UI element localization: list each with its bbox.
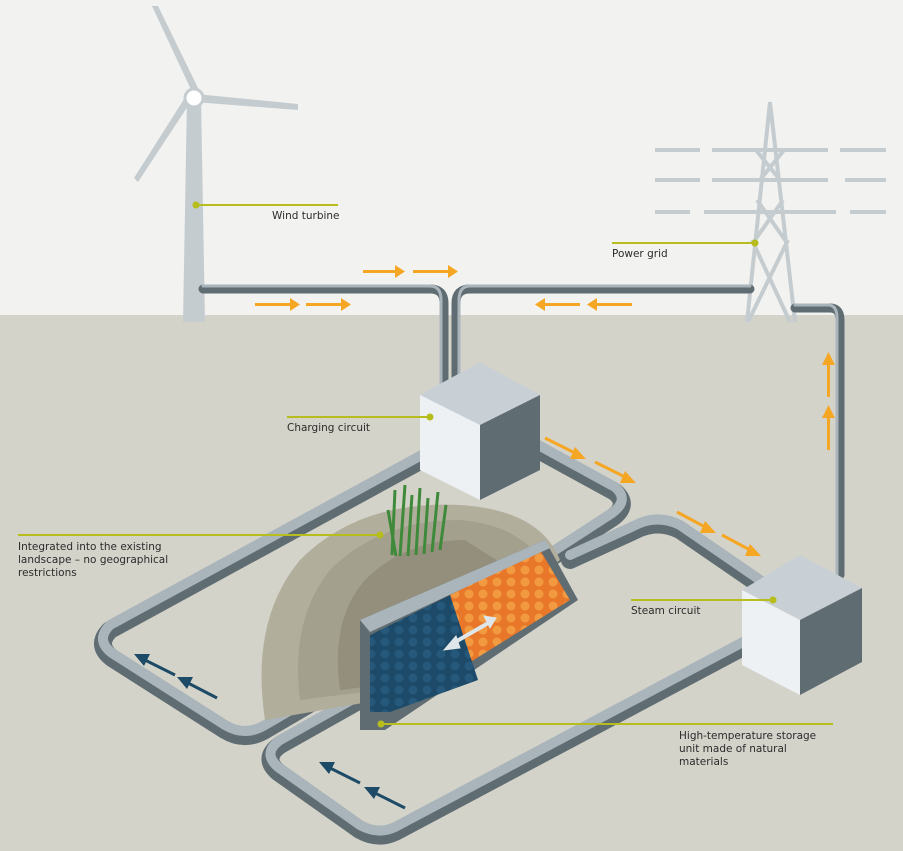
arrow-upleft-icon <box>177 677 218 700</box>
power-pylon-icon <box>704 101 836 323</box>
arrow-right-icon <box>306 298 351 311</box>
grid-cables <box>198 284 845 580</box>
pipe-circuits <box>94 430 784 845</box>
label-landscape: Integrated into the existing landscape –… <box>18 541 169 579</box>
storage-unit <box>360 540 578 730</box>
wind-turbine-icon <box>134 6 298 322</box>
arrow-left-icon <box>587 298 632 311</box>
arrow-upleft-icon <box>364 787 406 810</box>
heat-exchange-arrow-icon <box>442 615 497 651</box>
charging-circuit-box <box>420 362 540 500</box>
arrow-right-icon <box>413 265 458 278</box>
label-storage-unit: High-temperature storage unit made of na… <box>679 730 817 768</box>
label-wind-turbine: Wind turbine <box>272 210 340 222</box>
arrow-upleft-icon <box>134 654 176 677</box>
arrow-upleft-icon <box>319 762 361 785</box>
arrow-up-icon <box>822 405 835 450</box>
power-lines-icon <box>655 148 886 214</box>
arrow-diag-icon <box>544 436 586 459</box>
arrow-diag-icon <box>721 533 761 556</box>
arrow-right-icon <box>363 265 405 278</box>
label-steam-circuit: Steam circuit <box>631 605 701 617</box>
steam-circuit-box <box>742 555 862 695</box>
arrow-diag-icon <box>594 460 636 483</box>
arrow-left-icon <box>535 298 580 311</box>
label-charging-circuit: Charging circuit <box>287 422 371 434</box>
energy-flow-arrows <box>255 265 835 556</box>
leader-lines <box>18 201 833 728</box>
arrow-up-icon <box>822 352 835 397</box>
return-flow-arrows <box>134 654 406 810</box>
grass-icon <box>386 484 448 557</box>
arrow-diag-icon <box>676 510 716 533</box>
arrow-right-icon <box>255 298 300 311</box>
label-power-grid: Power grid <box>612 248 668 260</box>
